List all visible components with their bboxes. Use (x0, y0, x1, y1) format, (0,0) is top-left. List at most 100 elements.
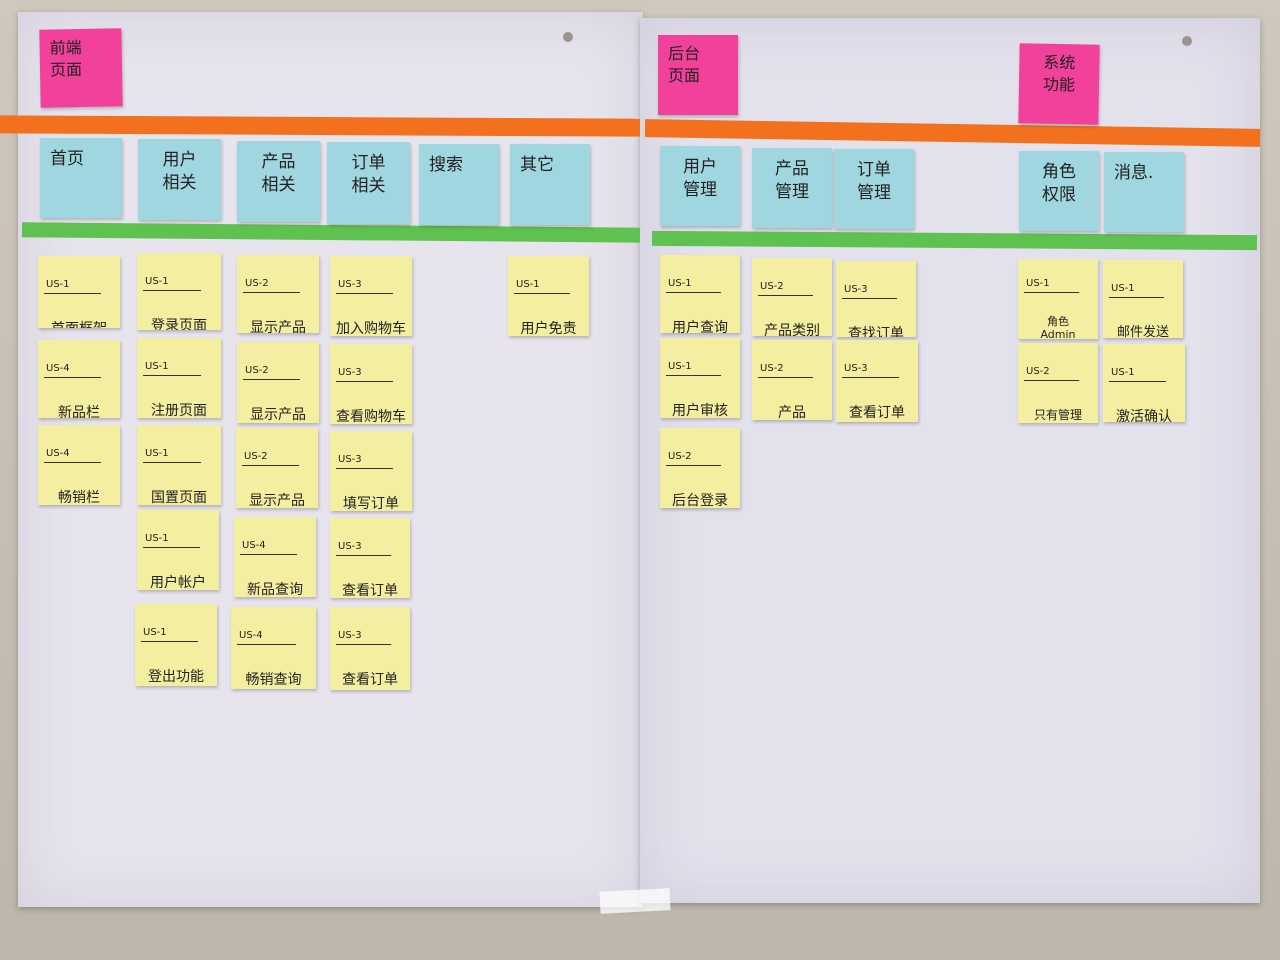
story-text: 登录页面 (151, 318, 207, 330)
module-note: 首页 (40, 138, 122, 218)
story-note: US-1 用户查询 (660, 255, 740, 333)
story-text: 邮件发送 +内容模板 (1116, 325, 1169, 338)
story-note: US-1 激活确认 (1103, 344, 1185, 422)
story-text: 新品栏 (58, 405, 100, 418)
story-note: US-1 登出功能 (135, 604, 217, 686)
story-note: US-3 查看订单 列表 查找 (330, 607, 410, 690)
module-note: 其它 (510, 144, 590, 225)
story-tag: US-1 (143, 358, 202, 376)
story-note: US-4 新品查询 (234, 517, 316, 597)
story-tag: US-3 (842, 360, 899, 378)
story-tag: US-1 (1109, 280, 1165, 298)
story-text: 畅销查询 (245, 672, 302, 688)
story-note: US-1 注册页面 (137, 338, 221, 418)
story-note: US-4 新品栏 (38, 340, 120, 418)
story-note: US-1 首面框架 (38, 256, 120, 328)
story-note: US-1 用户帐户 详细信息. (137, 510, 219, 590)
story-note: US-2 显示产品 列表 =类别 (237, 342, 319, 423)
story-note: US-2 只有管理 可以进入后台 (1018, 343, 1098, 423)
story-tag: US-1 (143, 445, 202, 463)
story-note: US-2 后台登录 (660, 428, 740, 508)
story-note: US-2 显示产品 详细信息. (236, 428, 318, 508)
story-text: 查看订单 详情 (849, 405, 905, 421)
story-tag: US-1 (666, 358, 722, 376)
module-note: 用户 管理 (660, 146, 740, 226)
module-note: 订单 管理 (834, 149, 914, 229)
story-note: US-1 用户免责 声明 (508, 256, 589, 336)
story-text: 用户帐户 详细信息. (150, 575, 206, 590)
story-note: US-3 查看购物车 (330, 344, 412, 424)
story-tag: US-3 (336, 276, 393, 294)
story-tag: US-2 (1024, 363, 1080, 381)
story-text: 登出功能 (148, 669, 204, 685)
orange-tape-left (0, 115, 641, 137)
story-tag: US-1 (143, 530, 200, 548)
punch-hole (563, 32, 573, 42)
story-tag: US-1 (666, 275, 722, 293)
story-note: US-3 查找订单 (836, 261, 916, 337)
story-note: US-3 填写订单 (330, 431, 412, 511)
tape-piece (599, 888, 671, 914)
category-note: 系统 功能 (1018, 43, 1100, 125)
story-note: US-1 邮件发送 +内容模板 (1103, 260, 1183, 338)
story-note: US-2 显示产品 类别 (237, 255, 319, 333)
module-note: 用户 相关 (138, 139, 221, 220)
story-tag: US-2 (758, 278, 814, 296)
module-note: 订单 相关 (327, 142, 410, 224)
story-text: 用户审核 (672, 403, 728, 418)
story-tag: US-3 (336, 364, 393, 382)
story-note: US-3 查看订单 详情 (330, 518, 410, 598)
story-text: 用户查询 (672, 320, 728, 333)
story-text: 填写订单 (343, 496, 399, 511)
punch-hole (1182, 36, 1192, 46)
story-text: 显示产品 详细信息. (249, 493, 305, 508)
story-text: 查找订单 (848, 326, 904, 337)
category-note: 前端 页面 (39, 28, 123, 108)
story-note: US-1 国置页面 (137, 425, 221, 505)
module-note: 产品 相关 (237, 141, 320, 222)
story-note: US-2 产品 CRUD (752, 340, 832, 420)
story-text: 查看订单 详情 (342, 583, 398, 598)
story-text: 产品 CRUD (778, 405, 806, 420)
story-note: US-4 畅销栏 (38, 425, 120, 505)
module-note: 消息. (1104, 152, 1184, 232)
story-text: 加入购物车 (336, 321, 406, 336)
story-note: US-1 用户审核 (660, 338, 740, 418)
story-tag: US-1 (1024, 275, 1080, 293)
story-note: US-1 角色 Admin + User (1018, 259, 1098, 339)
story-tag: US-2 (758, 360, 814, 378)
module-note: 搜索 (419, 144, 499, 225)
story-tag: US-3 (336, 538, 392, 556)
story-tag: US-3 (842, 281, 898, 299)
module-note: 角色 权限 (1019, 151, 1099, 231)
story-text: 用户免责 声明 (520, 321, 577, 336)
story-note: US-2 产品类别 CRUD (752, 258, 832, 336)
story-note: US-1 登录页面 (137, 253, 221, 330)
category-note: 后台 页面 (658, 35, 738, 115)
story-tag: US-4 (237, 627, 296, 645)
story-tag: US-1 (143, 273, 202, 291)
story-note: US-3 查看订单 详情 (836, 340, 918, 422)
story-tag: US-3 (336, 451, 393, 469)
story-text: 新品查询 (247, 582, 303, 597)
story-text: 首面框架 (44, 320, 114, 328)
story-tag: US-1 (514, 276, 570, 294)
story-text: 显示产品 类别 (250, 320, 306, 333)
story-note: US-3 加入购物车 (330, 256, 412, 336)
story-text: 后台登录 (672, 493, 728, 508)
story-text: 查看订单 列表 查找 (342, 672, 398, 688)
story-tag: US-4 (44, 360, 101, 378)
story-text: 只有管理 可以进入后台 (1033, 408, 1082, 422)
story-text: 查看购物车 (336, 409, 406, 424)
story-tag: US-1 (44, 276, 101, 294)
story-tag: US-3 (336, 627, 392, 645)
story-tag: US-1 (141, 624, 198, 642)
story-tag: US-1 (1109, 364, 1166, 382)
module-note: 产品 管理 (752, 148, 832, 228)
story-text: 产品类别 CRUD (764, 323, 820, 336)
story-text: 激活确认 (1116, 409, 1172, 422)
story-tag: US-2 (243, 275, 300, 293)
story-text: 角色 Admin + User (1040, 314, 1076, 339)
story-note: US-4 畅销查询 (231, 607, 316, 689)
story-tag: US-4 (240, 537, 297, 555)
